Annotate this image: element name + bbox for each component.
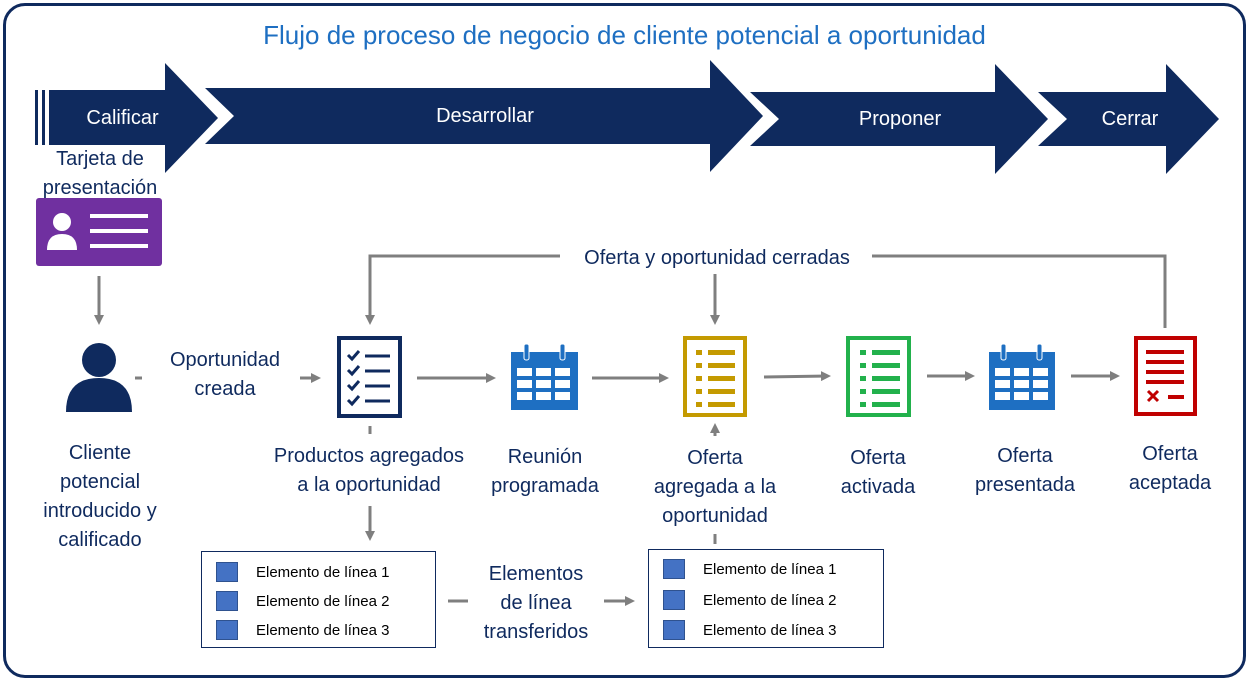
quote-added-label: Oferta agregada a la oportunidad	[653, 447, 777, 527]
stage-stripe-2	[42, 90, 45, 145]
stage-arrow-proponer	[750, 64, 1048, 174]
line-item-icon	[216, 591, 238, 611]
line-item: Elemento de línea 3	[663, 619, 836, 641]
line-item-icon	[663, 559, 685, 579]
quote-activated-label: Oferta activada	[840, 447, 916, 498]
presented-calendar-icon	[989, 343, 1055, 410]
line-items-box-left: Elemento de línea 1 Elemento de línea 2 …	[201, 551, 436, 648]
line-item-icon	[663, 590, 685, 610]
stage-label-desarrollar: Desarrollar	[436, 105, 534, 127]
meeting-label: Reunión programada	[491, 446, 599, 497]
stage-label-cerrar: Cerrar	[1101, 108, 1159, 130]
opportunity-created-label: Oportunidad creada	[169, 349, 281, 400]
stage-label-proponer: Proponer	[858, 108, 942, 130]
accepted-quote-icon	[1134, 336, 1197, 416]
quote-presented-label: Oferta presentada	[974, 445, 1076, 496]
products-added-label: Productos agregados a la oportunidad	[273, 445, 465, 496]
quote-document-icon	[683, 336, 747, 417]
line-item: Elemento de línea 1	[663, 558, 836, 580]
activated-quote-icon	[846, 336, 911, 417]
meeting-calendar-icon	[511, 343, 578, 410]
quote-accepted-label: Oferta aceptada	[1128, 443, 1212, 494]
stage-stripe-1	[35, 90, 38, 145]
line-item-icon	[663, 620, 685, 640]
line-item: Elemento de línea 2	[663, 589, 836, 611]
line-item: Elemento de línea 2	[216, 590, 389, 612]
lead-label: Cliente potencial introducido y califica…	[43, 442, 157, 551]
line-item-icon	[216, 620, 238, 640]
line-item: Elemento de línea 1	[216, 561, 389, 583]
stage-arrow-desarrollar	[205, 60, 763, 172]
closed-loop-line	[365, 254, 1167, 328]
line-item-icon	[216, 562, 238, 582]
line-item: Elemento de línea 3	[216, 619, 389, 641]
checklist-icon	[337, 336, 402, 418]
business-card-icon	[36, 198, 162, 266]
transfer-label: Elementos de línea transferidos	[483, 563, 589, 643]
lead-person-icon	[66, 343, 132, 412]
closed-loop-label: Oferta y oportunidad cerradas	[584, 247, 850, 269]
business-card-label: Tarjeta de presentación	[42, 148, 158, 199]
stage-arrow-cerrar	[1038, 64, 1219, 174]
stage-label-calificar: Calificar	[86, 107, 159, 129]
diagram-title: Flujo de proceso de negocio de cliente p…	[263, 20, 986, 50]
line-items-box-right: Elemento de línea 1 Elemento de línea 2 …	[648, 549, 884, 648]
stage-arrow-calificar	[49, 63, 218, 173]
quote-to-activated-arrow	[763, 371, 831, 382]
